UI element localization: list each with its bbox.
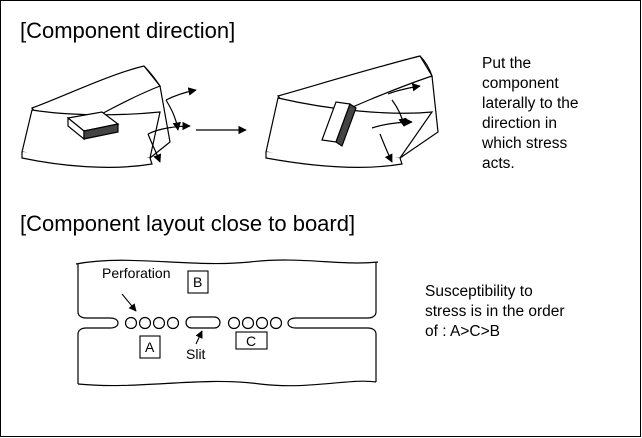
- note-line: of : A>C>B: [425, 323, 500, 340]
- component-b-box: [187, 270, 209, 294]
- note-line: direction in: [482, 115, 557, 132]
- label-a: A: [145, 339, 155, 355]
- heading-component-direction: [Component direction]: [20, 18, 236, 43]
- note-line: component: [482, 75, 559, 92]
- stress-arrows-left: [147, 87, 197, 163]
- stress-arrows-right: [371, 83, 421, 163]
- label-perforation: Perforation: [102, 265, 171, 281]
- note-line: stress is in the order: [425, 303, 565, 320]
- label-slit: Slit: [186, 346, 206, 362]
- label-b: B: [193, 274, 203, 290]
- heading-component-layout: [Component layout close to board]: [20, 211, 356, 236]
- note-line: Put the: [482, 55, 532, 72]
- component-lateral: [321, 101, 357, 147]
- note-component-direction: Put the component laterally to the direc…: [482, 54, 632, 174]
- note-line: acts.: [482, 155, 515, 172]
- label-c: C: [246, 333, 257, 349]
- note-susceptibility: Susceptibility to stress is in the order…: [425, 282, 630, 342]
- perforation-holes: [124, 316, 283, 330]
- note-line: Susceptibility to: [425, 283, 533, 300]
- slit: [185, 316, 221, 329]
- note-line: laterally to the: [482, 95, 579, 112]
- perforation-pointer: [121, 293, 137, 312]
- bent-board-right: [265, 55, 439, 168]
- component-c-box: [235, 331, 268, 350]
- note-line: which stress: [482, 135, 568, 152]
- slit-pointer: [195, 330, 203, 345]
- board-with-slit: [75, 259, 379, 387]
- component-a-box: [139, 335, 161, 359]
- component-flat: [66, 111, 120, 141]
